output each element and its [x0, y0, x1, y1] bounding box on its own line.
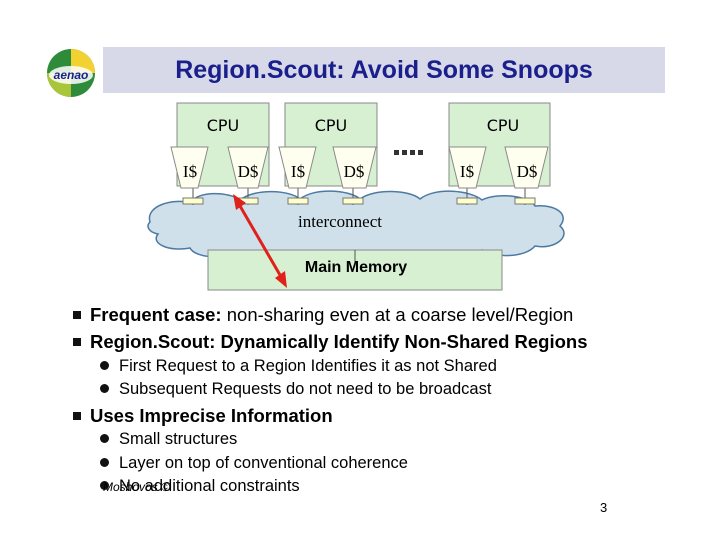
- title-bar: [103, 47, 665, 93]
- square-bullet-icon: [73, 311, 81, 319]
- sub-bullet-5-text: No additional constraints: [119, 477, 300, 495]
- dcache-label-3: D$: [517, 162, 538, 181]
- logo-text: aenao: [54, 68, 89, 82]
- icache-1: [170, 146, 209, 189]
- sub-bullet-2-text: Subsequent Requests do not need to be br…: [119, 380, 492, 398]
- bullet-2-strong: Region.Scout: Dynamically Identify Non-S…: [90, 331, 588, 352]
- aenao-logo: aenao: [47, 49, 95, 97]
- interconnect-label: interconnect: [298, 212, 382, 231]
- dcache-label-2: D$: [344, 162, 365, 181]
- round-bullet-icon: [100, 361, 109, 370]
- dcache-3: [504, 146, 549, 189]
- round-bullet-icon: [100, 384, 109, 393]
- ellipsis-dots: [394, 150, 423, 155]
- cpu-label-3: CPU: [487, 116, 520, 135]
- cpu-node-1: [170, 102, 270, 189]
- square-bullet-icon: [73, 338, 81, 346]
- cpu-node-2: [278, 102, 378, 189]
- footer-author: Moshovos ©: [103, 480, 170, 494]
- bullet-1-strong: Frequent case:: [90, 304, 222, 325]
- snoop-arrow: [233, 194, 287, 288]
- sub-bullet-1: First Request to a Region Identifies it …: [100, 357, 497, 376]
- bullet-1: Frequent case: non-sharing even at a coa…: [73, 304, 573, 326]
- sub-bullet-4: Layer on top of conventional coherence: [100, 454, 408, 473]
- sub-bullet-3: Small structures: [100, 430, 237, 449]
- round-bullet-icon: [100, 458, 109, 467]
- bullet-3: Uses Imprecise Information: [73, 405, 333, 427]
- bullet-3-text: Uses Imprecise Information: [90, 405, 333, 426]
- dcache-label-1: D$: [238, 162, 259, 181]
- sub-bullet-5: No additional constraints: [100, 477, 300, 496]
- cache-coherence-diagram: CPU CPU CPU I$ D$ I$ D$ I$ D$ interconne…: [147, 102, 565, 291]
- slide-title: Region.Scout: Avoid Some Snoops: [175, 56, 593, 84]
- sub-bullet-4-text: Layer on top of conventional coherence: [119, 454, 408, 472]
- sub-bullet-2: Subsequent Requests do not need to be br…: [100, 380, 491, 399]
- icache-2: [278, 146, 317, 189]
- round-bullet-icon: [100, 481, 109, 490]
- cpu-label-2: CPU: [315, 116, 348, 135]
- cpu-node-3: [448, 102, 551, 189]
- sub-bullet-3-text: Small structures: [119, 430, 238, 448]
- dcache-1: [227, 146, 269, 189]
- dcache-2: [332, 146, 377, 189]
- square-bullet-icon: [73, 412, 81, 420]
- icache-label-3: I$: [460, 162, 474, 181]
- sub-bullet-1-text: First Request to a Region Identifies it …: [119, 357, 497, 375]
- icache-label-1: I$: [183, 162, 197, 181]
- main-memory-label: Main Memory: [304, 259, 408, 276]
- icache-label-2: I$: [291, 162, 305, 181]
- page-number: 3: [600, 500, 608, 515]
- round-bullet-icon: [100, 434, 109, 443]
- icache-3: [448, 146, 487, 189]
- bullet-2: Region.Scout: Dynamically Identify Non-S…: [73, 331, 588, 353]
- cpu-label-1: CPU: [207, 116, 240, 135]
- bullet-1-rest: non-sharing even at a coarse level/Regio…: [221, 304, 574, 325]
